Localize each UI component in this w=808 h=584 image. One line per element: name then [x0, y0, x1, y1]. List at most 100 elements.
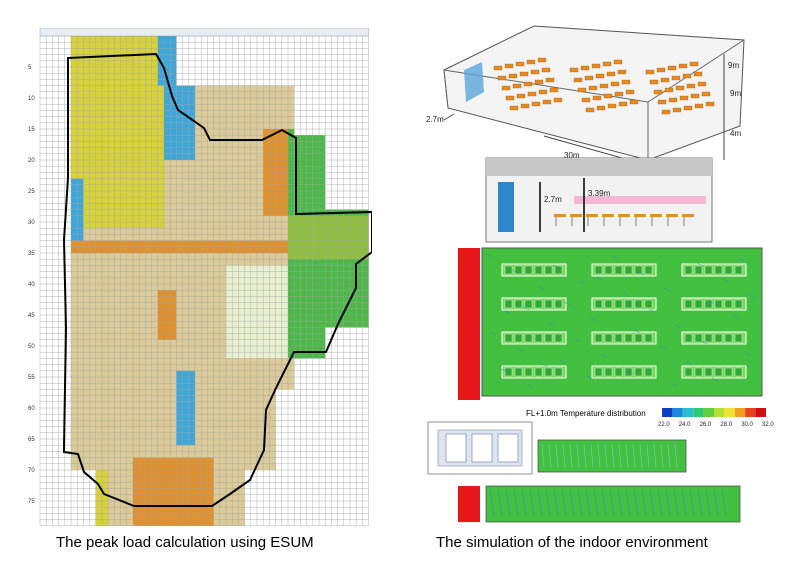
legend-swatch: [755, 408, 766, 417]
desk-3d: [613, 59, 623, 65]
desk-3d: [595, 73, 605, 79]
desk-3d: [497, 75, 507, 81]
section-height-1: 2.7m: [544, 195, 562, 204]
legend-tick: 22.0: [658, 422, 670, 428]
desk-3d: [520, 103, 530, 109]
legend-swatch: [682, 408, 694, 417]
desk-3d: [610, 81, 620, 87]
legend-swatch: [745, 408, 756, 417]
desk-3d: [653, 89, 663, 95]
section-desk: [618, 214, 630, 217]
legend-tick: 32.0: [762, 422, 774, 428]
legend-tick: 24.0: [679, 422, 691, 428]
desk-3d: [508, 73, 518, 79]
desk-3d: [694, 103, 704, 109]
desk-3d: [534, 79, 544, 85]
legend-tick: 26.0: [700, 422, 712, 428]
desk-3d: [553, 97, 563, 103]
legend-tick: 28.0: [720, 422, 732, 428]
desk-3d: [512, 83, 522, 89]
desk-3d: [519, 71, 529, 77]
desk-3d: [682, 73, 692, 79]
dim-label-w3: 4m: [730, 129, 741, 138]
legend-swatch: [734, 408, 746, 417]
dim-label-w2: 9m: [730, 89, 741, 98]
desk-3d: [621, 79, 631, 85]
desk-3d: [523, 81, 533, 87]
row-label: 40: [28, 282, 35, 288]
row-label: 70: [28, 468, 35, 474]
desk-3d: [591, 63, 601, 69]
desk-3d: [530, 69, 540, 75]
row-label: 50: [28, 344, 35, 350]
zone-boundary-outline: [62, 52, 373, 507]
desk-3d: [581, 97, 591, 103]
desk-3d: [667, 65, 677, 71]
desk-3d: [625, 89, 635, 95]
row-label: 75: [28, 499, 35, 505]
simulation-image: 2.7m 30m 9m 9m 4m 2.7m 3.39m: [424, 10, 790, 530]
section-desk: [650, 214, 662, 217]
desk-3d: [661, 109, 671, 115]
section-height-2: 3.39m: [588, 189, 611, 198]
row-label: 10: [28, 96, 35, 102]
desk-3d: [607, 103, 617, 109]
caption-esum: The peak load calculation using ESUM: [56, 534, 314, 551]
row-label: 60: [28, 406, 35, 412]
section-desk: [682, 214, 694, 217]
section-desk: [602, 214, 614, 217]
dim-label-w1: 9m: [728, 61, 739, 70]
desk-3d: [569, 67, 579, 73]
legend-tick: 30.0: [741, 422, 753, 428]
section-desk: [666, 214, 678, 217]
row-label: 5: [28, 65, 32, 71]
desk-3d: [584, 75, 594, 81]
desk-3d: [678, 63, 688, 69]
desk-3d: [614, 91, 624, 97]
desk-3d: [689, 61, 699, 67]
room-section-view: 2.7m 3.39m: [485, 157, 713, 243]
desk-3d: [509, 105, 519, 111]
desk-3d: [541, 67, 551, 73]
desk-3d: [592, 95, 602, 101]
section-desk: [554, 214, 566, 217]
room-3d-view: 2.7m 30m 9m 9m 4m: [426, 25, 745, 167]
legend-swatch: [714, 408, 725, 417]
desk-3d: [671, 75, 681, 81]
section-desk: [586, 214, 598, 217]
desk-3d: [606, 71, 616, 77]
desk-3d: [697, 81, 707, 87]
desk-3d: [668, 97, 678, 103]
desk-3d: [679, 95, 689, 101]
desk-3d: [649, 79, 659, 85]
section-desk: [634, 214, 646, 217]
desk-3d: [683, 105, 693, 111]
desk-3d: [493, 65, 503, 71]
desk-3d: [656, 67, 666, 73]
legend-swatch: [703, 408, 714, 417]
simulation-panel: 2.7m 30m 9m 9m 4m 2.7m 3.39m: [424, 10, 790, 530]
desk-3d: [617, 69, 627, 75]
row-label: 55: [28, 375, 35, 381]
desk-3d: [690, 93, 700, 99]
row-label: 25: [28, 189, 35, 195]
desk-3d: [657, 99, 667, 105]
desk-3d: [602, 61, 612, 67]
desk-3d: [537, 57, 547, 63]
desk-3d: [545, 77, 555, 83]
desk-3d: [531, 101, 541, 107]
desk-3d: [585, 107, 595, 113]
desk-3d: [701, 91, 711, 97]
desk-3d: [538, 89, 548, 95]
desk-3d: [645, 69, 655, 75]
desk-3d: [527, 91, 537, 97]
desk-3d: [660, 77, 670, 83]
row-label: 45: [28, 313, 35, 319]
legend-swatch: [724, 408, 735, 417]
desk-3d: [588, 85, 598, 91]
desk-3d: [515, 61, 525, 67]
desk-3d: [664, 87, 674, 93]
